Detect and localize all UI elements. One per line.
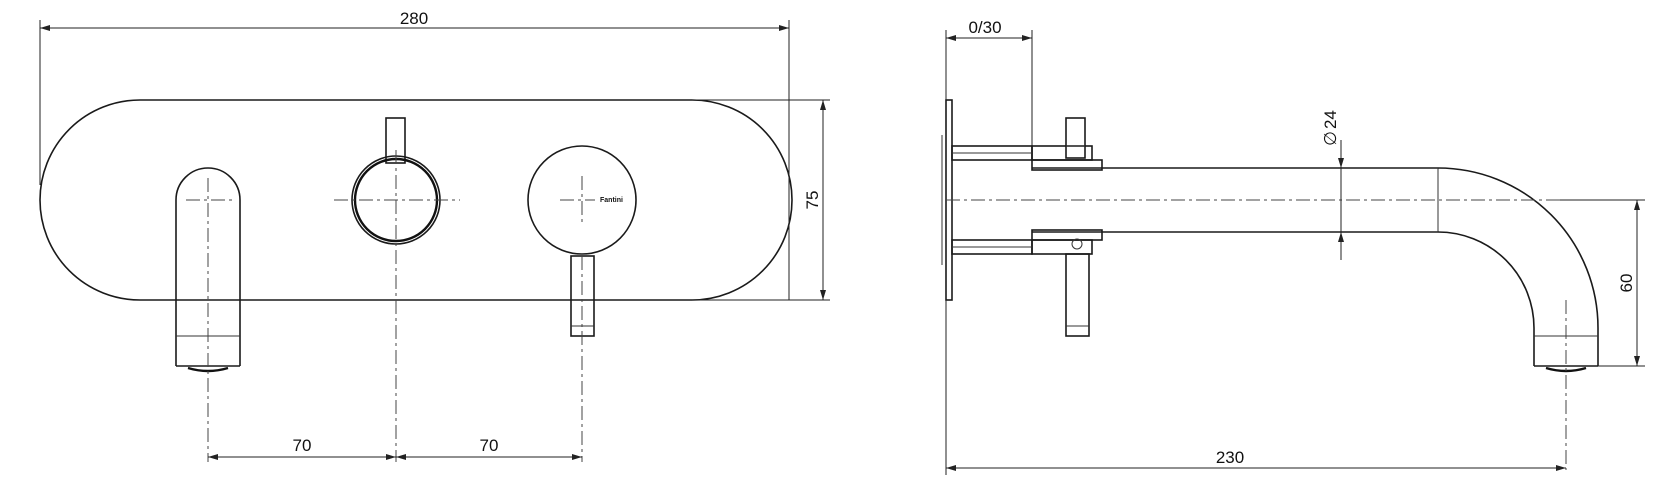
svg-text:280: 280 [400,9,428,28]
svg-text:230: 230 [1216,448,1244,467]
svg-text:75: 75 [803,191,822,210]
dimension-0-30: 0/30 [945,18,1033,146]
svg-text:70: 70 [480,436,499,455]
svg-text:∅24: ∅24 [1321,110,1340,146]
svg-text:60: 60 [1617,274,1636,293]
side-view: 0/30 ∅24 60 230 [941,18,1645,475]
front-view: Fantini 280 75 70 70 [39,9,830,462]
spout-side [1032,167,1599,373]
handle-side-top [1065,117,1086,159]
brand-mark: Fantini [600,197,623,204]
dimension-280: 280 [39,9,790,300]
dimension-230: 230 [945,300,1566,475]
valve-body [951,145,1103,255]
dimension-60: 60 [1560,199,1645,367]
diverter-knob [334,117,460,245]
svg-text:70: 70 [293,436,312,455]
dimension-diameter-24: ∅24 [1321,110,1344,260]
svg-text:0/30: 0/30 [968,18,1001,37]
dimension-75: 75 [692,99,830,301]
dimension-spacing: 70 70 [208,436,582,460]
handle-side-bottom [1065,238,1090,337]
